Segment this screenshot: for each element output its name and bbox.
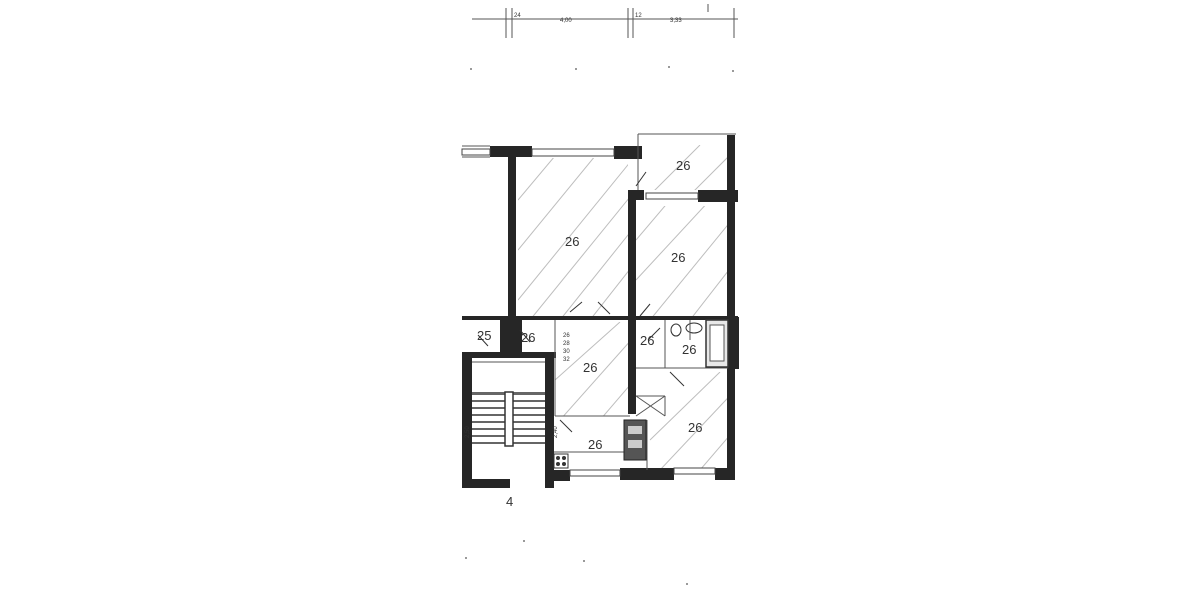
room-label-stack-item: 32 — [563, 357, 570, 363]
room-label-living: 26 — [688, 420, 702, 435]
room-label-stack: 26 28 30 32 — [563, 333, 570, 363]
room-label-corridor: 26 — [521, 330, 535, 345]
door-arrows — [477, 171, 685, 433]
dim-label: 4,00 — [560, 18, 572, 24]
partitions — [462, 133, 736, 475]
room-label-bathroom: 26 — [682, 342, 696, 357]
room-label-stack-item: 28 — [563, 341, 570, 347]
windows — [461, 148, 716, 477]
side-mark-right: 2,40 — [553, 426, 559, 438]
room-label-stack-item: 30 — [563, 349, 570, 355]
hatching — [518, 145, 728, 469]
dim-label: 12 — [635, 13, 642, 19]
room-label-kitchen: 26 — [588, 437, 602, 452]
room-label-bedroom-right: 26 — [671, 250, 685, 265]
staircase — [472, 391, 545, 447]
room-label-bedroom-left: 26 — [565, 234, 579, 249]
side-mark-left: 2,50 — [465, 426, 471, 438]
room-label-stack-item: 26 — [563, 333, 570, 339]
bathroom-fixtures — [670, 319, 729, 368]
scan-marks — [465, 66, 734, 585]
dimension-line: 24 4,00 12 3,33 — [472, 4, 738, 38]
dim-label: 24 — [514, 13, 521, 19]
room-label-hall: 26 — [583, 360, 597, 375]
room-label-balcony: 26 — [676, 158, 690, 173]
room-label-wc: 26 — [640, 333, 654, 348]
kitchen-fixtures — [553, 419, 647, 469]
dim-label: 3,33 — [670, 18, 682, 24]
walls — [462, 135, 739, 488]
room-label-landing: 25 — [477, 328, 491, 343]
staircase-label: 4 — [506, 494, 513, 509]
